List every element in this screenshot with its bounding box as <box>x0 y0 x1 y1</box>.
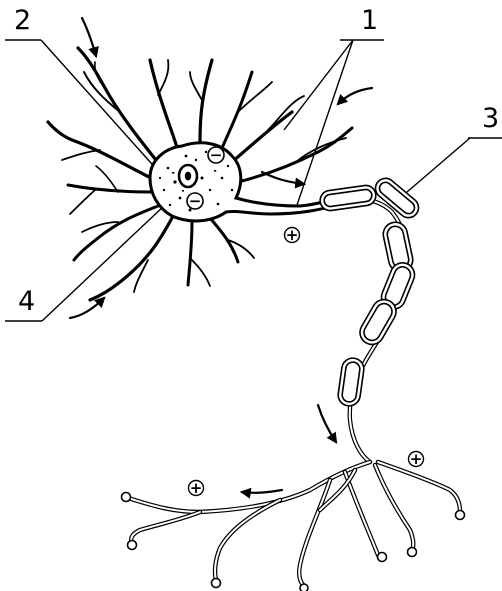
label-1-leader-a <box>284 40 353 130</box>
impulse-arrows <box>70 18 372 493</box>
negative-sign: − <box>189 192 202 210</box>
label-2-group: 2 <box>5 5 168 182</box>
myelin-sheath <box>319 174 423 407</box>
arrow-terminal-left <box>242 490 282 493</box>
label-1: 1 <box>361 5 378 36</box>
charge-positive-1: + <box>285 226 300 244</box>
positive-sign: + <box>286 226 299 244</box>
label-1-group: 1 <box>284 5 384 208</box>
charge-negative-1: − <box>208 146 224 164</box>
label-3-group: 3 <box>400 103 502 198</box>
arrow-axon-direction <box>262 172 304 184</box>
label-4: 4 <box>18 286 35 317</box>
charge-positive-3: + <box>189 479 204 497</box>
positive-sign: + <box>190 479 203 497</box>
label-1-leader-b <box>296 40 353 208</box>
charge-positive-2: + <box>409 450 424 468</box>
cell-body <box>150 143 350 221</box>
arrow-top-left <box>82 18 96 56</box>
charge-negative-2: − <box>187 192 203 210</box>
arrow-lower-left <box>70 298 104 318</box>
label-2: 2 <box>14 5 31 36</box>
positive-sign: + <box>410 450 423 468</box>
arrow-axon-down <box>318 405 336 442</box>
arrow-upper-right <box>338 88 372 104</box>
axon-terminals <box>122 462 465 591</box>
negative-sign: − <box>210 146 223 164</box>
label-3-leader <box>400 138 470 198</box>
nucleolus <box>185 172 191 181</box>
label-3: 3 <box>482 103 499 134</box>
